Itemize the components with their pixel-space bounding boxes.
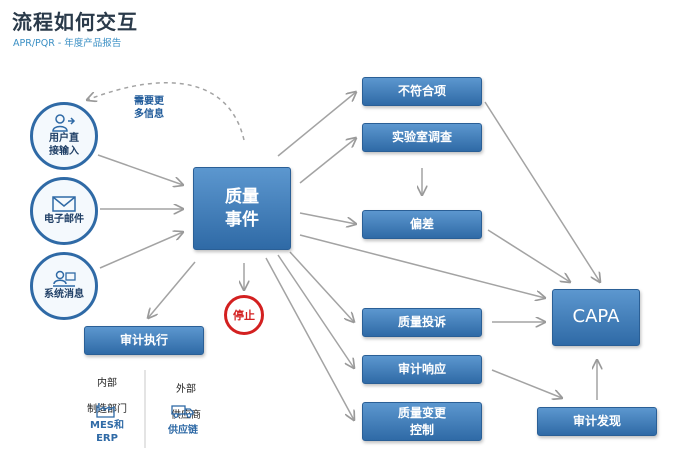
- arrow-audit-response-to-finding: [491, 369, 562, 398]
- arrow-event-to-nonconformance: [277, 92, 356, 157]
- deviation-box: 偏差: [362, 210, 482, 239]
- envelope-icon: [52, 196, 76, 212]
- input-system-label: 系统消息: [44, 289, 84, 301]
- external-group: 外部 供应商: [156, 370, 216, 435]
- arrow-event-to-capa: [299, 234, 545, 298]
- truck-icon: [171, 405, 194, 418]
- quality-event-box: 质量 事件: [193, 167, 291, 250]
- audit-execution-box: 审计执行: [84, 326, 204, 355]
- page-subtitle: APR/PQR - 年度产品报告: [13, 38, 122, 49]
- arrow-nonconformance-to-capa: [484, 101, 600, 282]
- nonconformance-box: 不符合项: [362, 77, 482, 106]
- arrow-deviation-to-capa: [487, 229, 570, 282]
- arrow-event-to-complaint: [289, 251, 354, 322]
- change-control-box: 质量变更 控制: [362, 402, 482, 441]
- audit-finding-box: 审计发现: [537, 407, 657, 436]
- input-user-label: 用户直 接输入: [49, 133, 79, 157]
- input-user-direct: 用户直 接输入: [30, 102, 98, 170]
- arrow-event-to-change-control: [265, 257, 354, 420]
- factory-icon: [96, 403, 115, 418]
- internal-title: 内部: [97, 378, 117, 389]
- arrow-user-to-event: [97, 154, 183, 185]
- external-title: 外部: [176, 384, 196, 395]
- need-more-info-note: 需要更 多信息: [134, 96, 164, 120]
- external-subtitle: 供应商: [171, 410, 201, 421]
- internal-group: 内部 制造部门: [77, 364, 137, 429]
- internal-system-label: MES和 ERP: [90, 420, 124, 444]
- quality-complaint-box: 质量投诉: [362, 308, 482, 337]
- capa-box: CAPA: [552, 289, 640, 346]
- stop-badge: 停止: [224, 295, 264, 335]
- user-input-icon: [52, 114, 76, 132]
- arrow-event-to-deviation: [299, 212, 356, 224]
- external-system-label: 供应链: [168, 425, 198, 436]
- arrow-event-to-lab: [299, 138, 356, 184]
- page-title: 流程如何交互: [12, 10, 138, 34]
- arrow-event-to-audit-execution: [148, 261, 196, 318]
- internal-subtitle: 制造部门: [87, 404, 127, 415]
- input-email-label: 电子邮件: [44, 214, 84, 226]
- input-system: 系统消息: [30, 252, 98, 320]
- arrow-event-to-audit-response: [277, 254, 354, 368]
- audit-response-box: 审计响应: [362, 355, 482, 384]
- arrow-system-to-event: [99, 232, 183, 269]
- lab-investigation-box: 实验室调查: [362, 123, 482, 152]
- arrow-need-more-info: [87, 82, 245, 141]
- system-message-icon: [53, 271, 76, 287]
- input-email: 电子邮件: [30, 177, 98, 245]
